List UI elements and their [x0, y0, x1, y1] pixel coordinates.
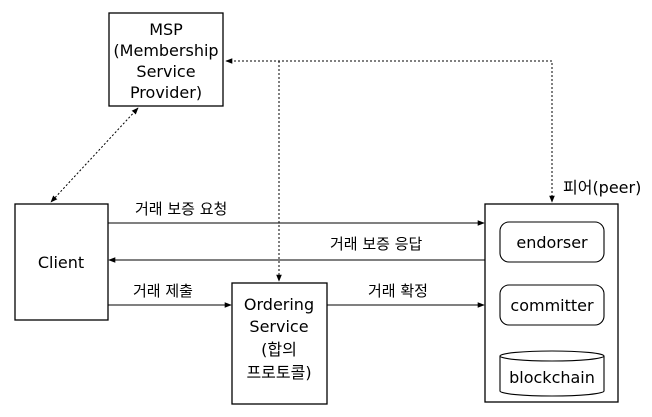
msp-label-line-3: Service — [136, 62, 195, 81]
peer-node: 피어(peer) endorser committer blockchain — [484, 178, 641, 403]
endorse-request-label: 거래 보증 요청 — [135, 200, 227, 218]
blockchain-label: blockchain — [509, 368, 595, 387]
ordering-label-line-4: 프로토콜) — [246, 363, 311, 382]
submit-label: 거래 제출 — [133, 282, 193, 300]
ordering-label-line-2: Service — [249, 317, 308, 336]
ordering-label-line-1: Ordering — [244, 295, 314, 314]
client-node: Client — [14, 203, 109, 321]
peer-title: 피어(peer) — [563, 178, 641, 197]
msp-peer-dotted-link — [225, 58, 555, 203]
committer-label: committer — [510, 296, 594, 315]
client-label: Client — [38, 253, 84, 272]
msp-label-line-2: (Membership — [113, 41, 218, 60]
ordering-service-node: Ordering Service (합의 프로토콜) — [231, 282, 328, 405]
confirm-label: 거래 확정 — [368, 282, 428, 300]
msp-label-line-1: MSP — [149, 20, 183, 39]
endorse-response-label: 거래 보증 응답 — [330, 235, 423, 253]
endorser-label: endorser — [516, 233, 588, 252]
endorser-node — [499, 221, 605, 263]
committer-node — [499, 284, 605, 326]
msp-node: MSP (Membership Service Provider) — [108, 12, 224, 107]
ordering-label-line-3: (합의 — [261, 340, 297, 359]
msp-client-dotted-link — [50, 107, 139, 203]
blockchain-cylinder — [499, 350, 605, 397]
msp-label-line-4: Provider) — [130, 83, 202, 102]
